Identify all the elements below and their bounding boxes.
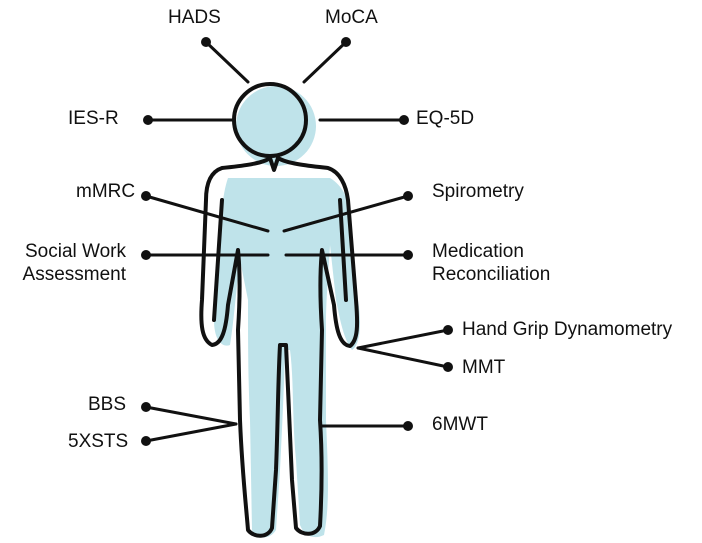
label-social-work-line2: Assessment xyxy=(8,263,126,286)
connector-dot-mmrc xyxy=(141,191,151,201)
label-5xsts: 5XSTS xyxy=(68,430,128,453)
label-6mwt: 6MWT xyxy=(432,413,488,436)
label-mmrc: mMRC xyxy=(76,180,135,203)
connector-dot-social-work xyxy=(141,250,151,260)
label-eq5d: EQ-5D xyxy=(416,107,474,130)
connector-dot-6mwt xyxy=(403,421,413,431)
label-moca: MoCA xyxy=(325,6,378,29)
label-bbs: BBS xyxy=(88,393,126,416)
label-social-work-line1: Social Work xyxy=(8,240,126,263)
connector-dot-mmt xyxy=(443,362,453,372)
connector-hand-grip xyxy=(358,330,448,348)
connector-dot-bbs xyxy=(141,402,151,412)
label-mmt: MMT xyxy=(462,356,505,379)
connector-moca xyxy=(304,42,346,82)
label-medication-line1: Medication xyxy=(432,240,550,263)
label-hand-grip-dynamometry: Hand Grip Dynamometry xyxy=(462,318,672,341)
connector-hads xyxy=(206,42,248,82)
label-social-work-assessment: Social Work Assessment xyxy=(8,240,126,286)
connector-dot-iesr xyxy=(143,115,153,125)
label-hads: HADS xyxy=(168,6,221,29)
connector-dot-5xsts xyxy=(141,436,151,446)
connector-dot-hand-grip xyxy=(443,325,453,335)
connector-bbs xyxy=(146,407,236,424)
connector-dot-spirometry xyxy=(403,191,413,201)
label-spirometry: Spirometry xyxy=(432,180,524,203)
label-medication-reconciliation: Medication Reconciliation xyxy=(432,240,550,286)
label-iesr: IES-R xyxy=(68,107,119,130)
connector-dot-hads xyxy=(201,37,211,47)
connector-dot-moca xyxy=(341,37,351,47)
connector-5xsts xyxy=(146,424,236,441)
label-medication-line2: Reconciliation xyxy=(432,263,550,286)
connector-mmt xyxy=(358,348,448,367)
connector-dot-medication xyxy=(403,250,413,260)
connector-dot-eq5d xyxy=(399,115,409,125)
